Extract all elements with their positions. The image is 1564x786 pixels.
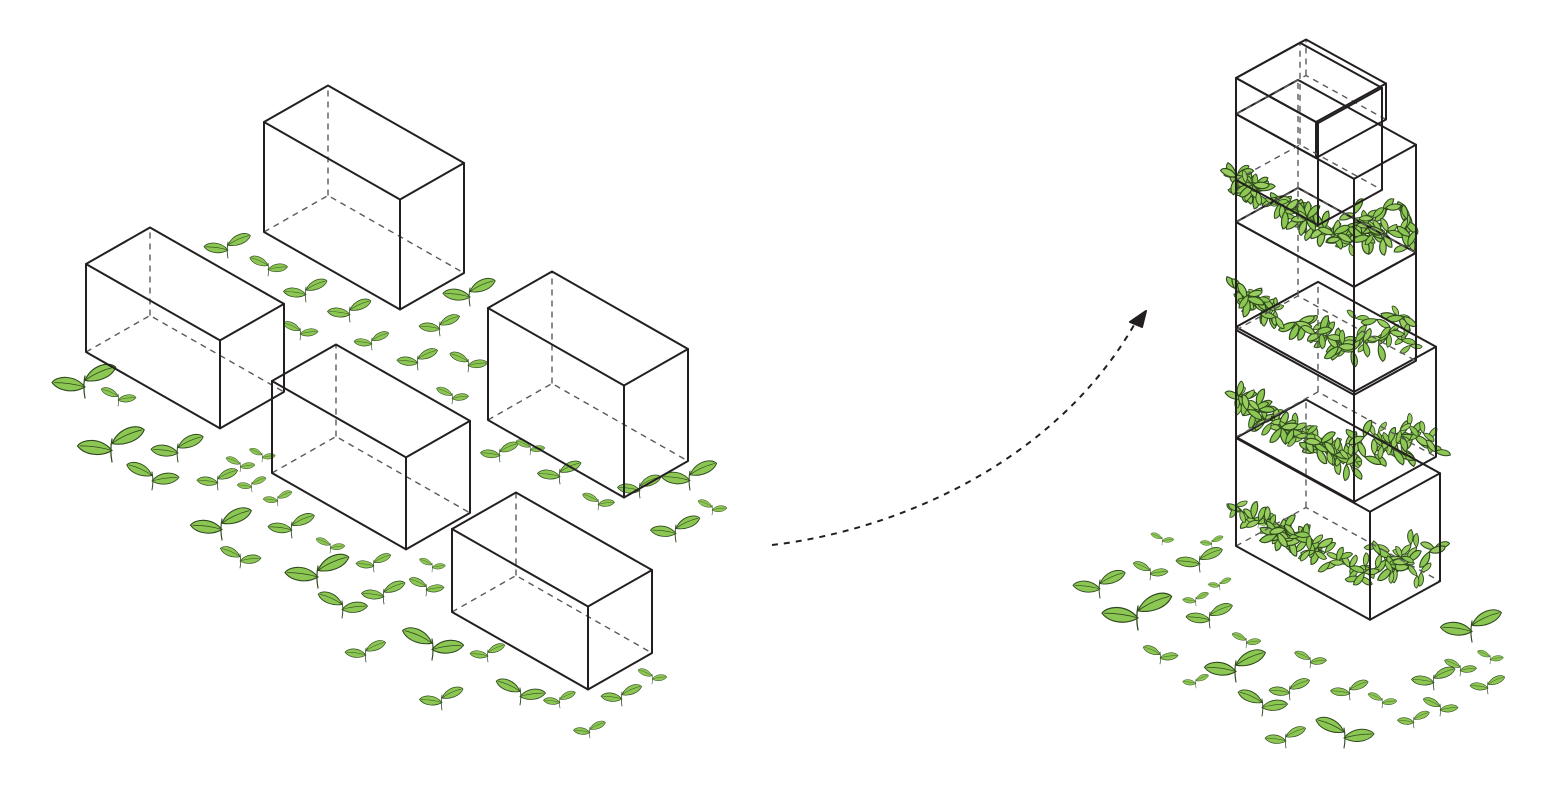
plant-icon — [1132, 561, 1169, 581]
plant-icon — [1411, 666, 1456, 691]
plant-icon — [76, 426, 145, 463]
tower-top-cube — [1235, 41, 1383, 227]
plant-icon — [1142, 645, 1179, 665]
plant-icon — [1330, 679, 1369, 701]
stacked-tower — [1219, 38, 1452, 621]
plant-icon — [1185, 603, 1233, 629]
scattered-boxes — [85, 84, 689, 691]
box-right — [487, 270, 689, 499]
plant-icon — [220, 546, 262, 569]
plant-icon — [449, 351, 488, 373]
plant-icon — [1101, 592, 1173, 631]
arrow-head-icon — [1129, 310, 1147, 328]
plant-icon — [315, 537, 346, 554]
plant-icon — [267, 513, 315, 539]
plant-icon — [150, 433, 204, 463]
plant-icon — [317, 591, 368, 619]
plant-icon — [1367, 692, 1398, 709]
transformation-arrow — [771, 317, 1139, 546]
plant-icon — [543, 690, 576, 709]
plant-icon — [402, 627, 465, 661]
plant-icon — [660, 460, 718, 491]
plant-icon — [537, 460, 582, 485]
plant-icon — [1231, 632, 1262, 649]
plant-icon — [697, 499, 728, 516]
plant-icon — [361, 580, 406, 605]
plant-icon — [436, 386, 469, 405]
box-middle — [271, 343, 471, 551]
plant-icon — [637, 668, 668, 685]
plant-icon — [1175, 547, 1223, 573]
plant-icon — [189, 507, 252, 541]
plant-icon — [236, 476, 267, 493]
plant-icon — [100, 387, 137, 407]
box-left — [85, 226, 285, 430]
plant-icon — [1182, 591, 1209, 607]
plant-icon — [344, 640, 386, 663]
scattered-buildings-group — [51, 84, 728, 739]
plant-icon — [1268, 678, 1310, 701]
plant-icon — [283, 278, 328, 303]
plant-icon — [1264, 726, 1306, 749]
plant-icon — [600, 684, 642, 707]
plant-icon — [284, 553, 350, 589]
plant-icon — [1397, 710, 1430, 729]
plant-icon — [353, 331, 390, 351]
plant-icon — [262, 490, 293, 507]
plant-icon — [1203, 649, 1266, 683]
plant-icon — [249, 255, 288, 277]
plant-icon — [203, 233, 251, 259]
plant-icon — [419, 686, 464, 711]
plant-icon — [469, 643, 506, 663]
plant-icon — [1477, 649, 1504, 665]
box-front — [451, 491, 653, 691]
plant-icon — [1199, 535, 1224, 549]
plant-icon — [1439, 609, 1502, 643]
plant-icon — [1294, 650, 1327, 669]
plant-icon — [495, 678, 546, 706]
plant-icon — [282, 321, 319, 341]
plant-icon — [1469, 675, 1506, 695]
plant-icon — [327, 298, 372, 323]
plant-icon — [126, 461, 180, 491]
plant-icon — [1207, 577, 1232, 591]
left-ground-vegetation — [51, 233, 728, 739]
plant-icon — [582, 492, 615, 511]
plant-icon — [396, 348, 438, 371]
plant-icon — [355, 553, 392, 573]
plant-icon — [1315, 716, 1375, 749]
plant-icon — [573, 720, 606, 739]
plant-icon — [480, 441, 519, 463]
plant-icon — [196, 468, 238, 491]
plant-icon — [650, 515, 701, 543]
plant-icon — [1150, 532, 1175, 546]
tower-module-2 — [1235, 280, 1437, 503]
plant-icon — [419, 557, 446, 573]
stacked-tower-group — [1072, 38, 1506, 749]
plant-icon — [1072, 569, 1126, 599]
plant-icon — [408, 577, 445, 597]
plant-icon — [1182, 673, 1209, 689]
box-back — [263, 84, 465, 311]
plant-icon — [515, 439, 546, 456]
plant-icon — [418, 314, 460, 337]
plant-icon — [442, 277, 496, 307]
